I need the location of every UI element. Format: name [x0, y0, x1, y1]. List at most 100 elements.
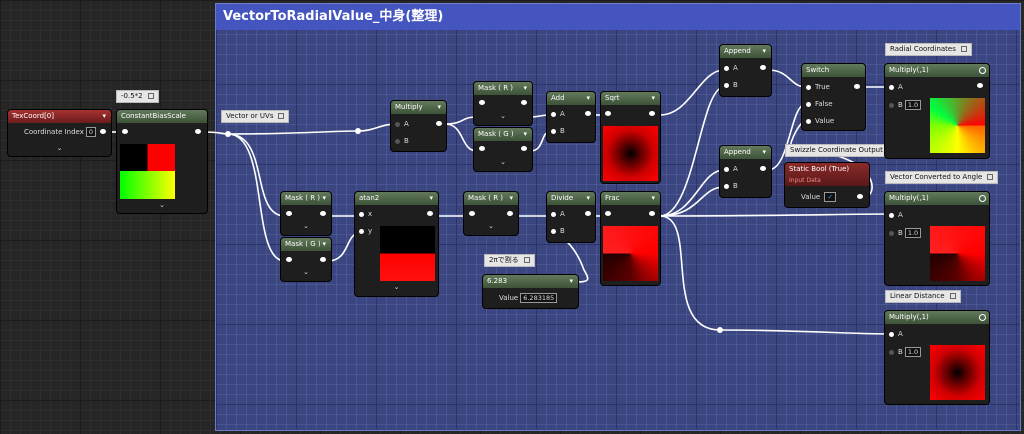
- pin-b[interactable]: B: [724, 81, 738, 89]
- frac-node[interactable]: Frac▾: [601, 192, 660, 285]
- dropdown-arrow-icon[interactable]: ▾: [586, 194, 590, 202]
- node-header[interactable]: Mask ( R )▾: [281, 192, 331, 205]
- node-header[interactable]: Multiply(,1): [885, 64, 989, 77]
- output-pin[interactable]: [585, 111, 591, 116]
- output-pin[interactable]: [977, 83, 983, 88]
- input-pin[interactable]: [469, 211, 475, 216]
- append-node-bottom[interactable]: Append▾ A B: [720, 146, 771, 197]
- node-header[interactable]: 6.283▾: [483, 275, 578, 288]
- dropdown-arrow-icon[interactable]: ▾: [569, 277, 573, 285]
- input-pin[interactable]: [286, 257, 292, 262]
- output-pin[interactable]: [760, 65, 766, 70]
- value-pin[interactable]: Value ✓: [801, 192, 836, 202]
- note-toggle-icon[interactable]: [147, 93, 154, 99]
- node-header[interactable]: Add▾: [547, 92, 595, 105]
- atan2-node[interactable]: atan2▾ x y ⌄: [355, 192, 438, 296]
- chevron-down-icon[interactable]: ⌄: [500, 158, 506, 166]
- node-header[interactable]: Append▾: [720, 45, 771, 58]
- input-pin[interactable]: [479, 100, 485, 105]
- input-pin[interactable]: [479, 146, 485, 151]
- pin-b[interactable]: B: [395, 137, 409, 145]
- note-toggle-icon[interactable]: [278, 113, 285, 119]
- append-node-top[interactable]: Append▾ A B: [720, 45, 771, 96]
- pin-a[interactable]: A: [551, 110, 565, 118]
- mask-r-node-bottom[interactable]: Mask ( R )▾ ⌄: [281, 192, 331, 235]
- output-pin[interactable]: [100, 129, 106, 134]
- node-header[interactable]: Switch: [802, 64, 865, 77]
- pin-a[interactable]: A: [724, 64, 738, 72]
- output-pin[interactable]: [521, 100, 527, 105]
- dropdown-arrow-icon[interactable]: ▾: [651, 194, 655, 202]
- input-pin[interactable]: [122, 129, 128, 134]
- output-pin[interactable]: [585, 211, 591, 216]
- output-pin[interactable]: [436, 121, 442, 126]
- add-node[interactable]: Add▾ A B: [547, 92, 595, 142]
- node-header[interactable]: Append▾: [720, 146, 771, 159]
- node-header[interactable]: Frac▾: [601, 192, 660, 205]
- output-pin[interactable]: [195, 129, 201, 134]
- output-pin[interactable]: [979, 314, 986, 321]
- node-header[interactable]: Divide▾: [547, 192, 595, 205]
- output-pin[interactable]: [507, 211, 513, 216]
- chevron-down-icon[interactable]: ⌄: [500, 112, 506, 120]
- output-pin[interactable]: [649, 111, 655, 116]
- output-pin[interactable]: [979, 67, 986, 74]
- note-toggle-icon[interactable]: [960, 46, 967, 52]
- pin-a[interactable]: A: [724, 165, 738, 173]
- pin-x[interactable]: x: [359, 210, 372, 218]
- node-header[interactable]: atan2▾: [355, 192, 438, 205]
- pin-b[interactable]: B: [724, 182, 738, 190]
- chevron-down-icon[interactable]: ⌄: [303, 222, 309, 230]
- pin-a[interactable]: A: [889, 330, 903, 338]
- node-header[interactable]: Multiply(,1): [885, 192, 989, 205]
- output-pin[interactable]: [320, 257, 326, 262]
- output-pin[interactable]: [521, 146, 527, 151]
- output-pin[interactable]: [854, 84, 860, 89]
- output-pin[interactable]: [979, 195, 986, 202]
- mask-r-node-mid[interactable]: Mask ( R )▾ ⌄: [464, 192, 518, 235]
- pin-a[interactable]: A: [889, 83, 903, 91]
- output-pin[interactable]: [427, 211, 433, 216]
- dropdown-arrow-icon[interactable]: ▾: [322, 240, 326, 248]
- node-header[interactable]: Sqrt▾: [601, 92, 660, 105]
- pin-false[interactable]: False: [806, 100, 833, 108]
- note-toggle-icon[interactable]: [949, 293, 956, 299]
- pin-y[interactable]: y: [359, 227, 372, 235]
- node-header[interactable]: Mask ( R )▾: [464, 192, 518, 205]
- output-pin[interactable]: [760, 166, 766, 171]
- node-header[interactable]: Multiply▾: [391, 101, 446, 114]
- dropdown-arrow-icon[interactable]: ▾: [651, 94, 655, 102]
- comment-title[interactable]: VectorToRadialValue_中身(整理): [216, 4, 1020, 30]
- input-pin[interactable]: [605, 211, 611, 216]
- dropdown-arrow-icon[interactable]: ▾: [586, 94, 590, 102]
- dropdown-arrow-icon[interactable]: ▾: [762, 47, 766, 55]
- constant-value-input[interactable]: 6.283185: [520, 293, 558, 303]
- node-header[interactable]: Static Bool (True) Input Data: [785, 163, 869, 186]
- divide-node[interactable]: Divide▾ A B: [547, 192, 595, 242]
- chevron-down-icon[interactable]: ⌄: [56, 144, 63, 152]
- mask-g-node-bottom[interactable]: Mask ( G )▾ ⌄: [281, 238, 331, 281]
- pin-true[interactable]: True: [806, 83, 830, 91]
- node-header[interactable]: Mask ( G )▾: [281, 238, 331, 251]
- note-toggle-icon[interactable]: [987, 174, 994, 180]
- dropdown-arrow-icon[interactable]: ▾: [523, 130, 527, 138]
- b-value-input[interactable]: 1.0: [904, 100, 922, 110]
- pin-b[interactable]: B: [551, 127, 565, 135]
- checkbox-icon[interactable]: ✓: [824, 192, 836, 202]
- coordinate-index-input[interactable]: 0: [85, 127, 97, 137]
- dropdown-arrow-icon[interactable]: ▾: [102, 112, 106, 120]
- dropdown-arrow-icon[interactable]: ▾: [509, 194, 513, 202]
- constant-bias-scale-node[interactable]: ConstantBiasScale ⌄: [117, 110, 207, 213]
- dropdown-arrow-icon[interactable]: ▾: [437, 103, 441, 111]
- input-pin[interactable]: [286, 211, 292, 216]
- multiply-node[interactable]: Multiply▾ A B: [391, 101, 446, 151]
- chevron-down-icon[interactable]: ⌄: [303, 268, 309, 276]
- output-pin[interactable]: [320, 211, 326, 216]
